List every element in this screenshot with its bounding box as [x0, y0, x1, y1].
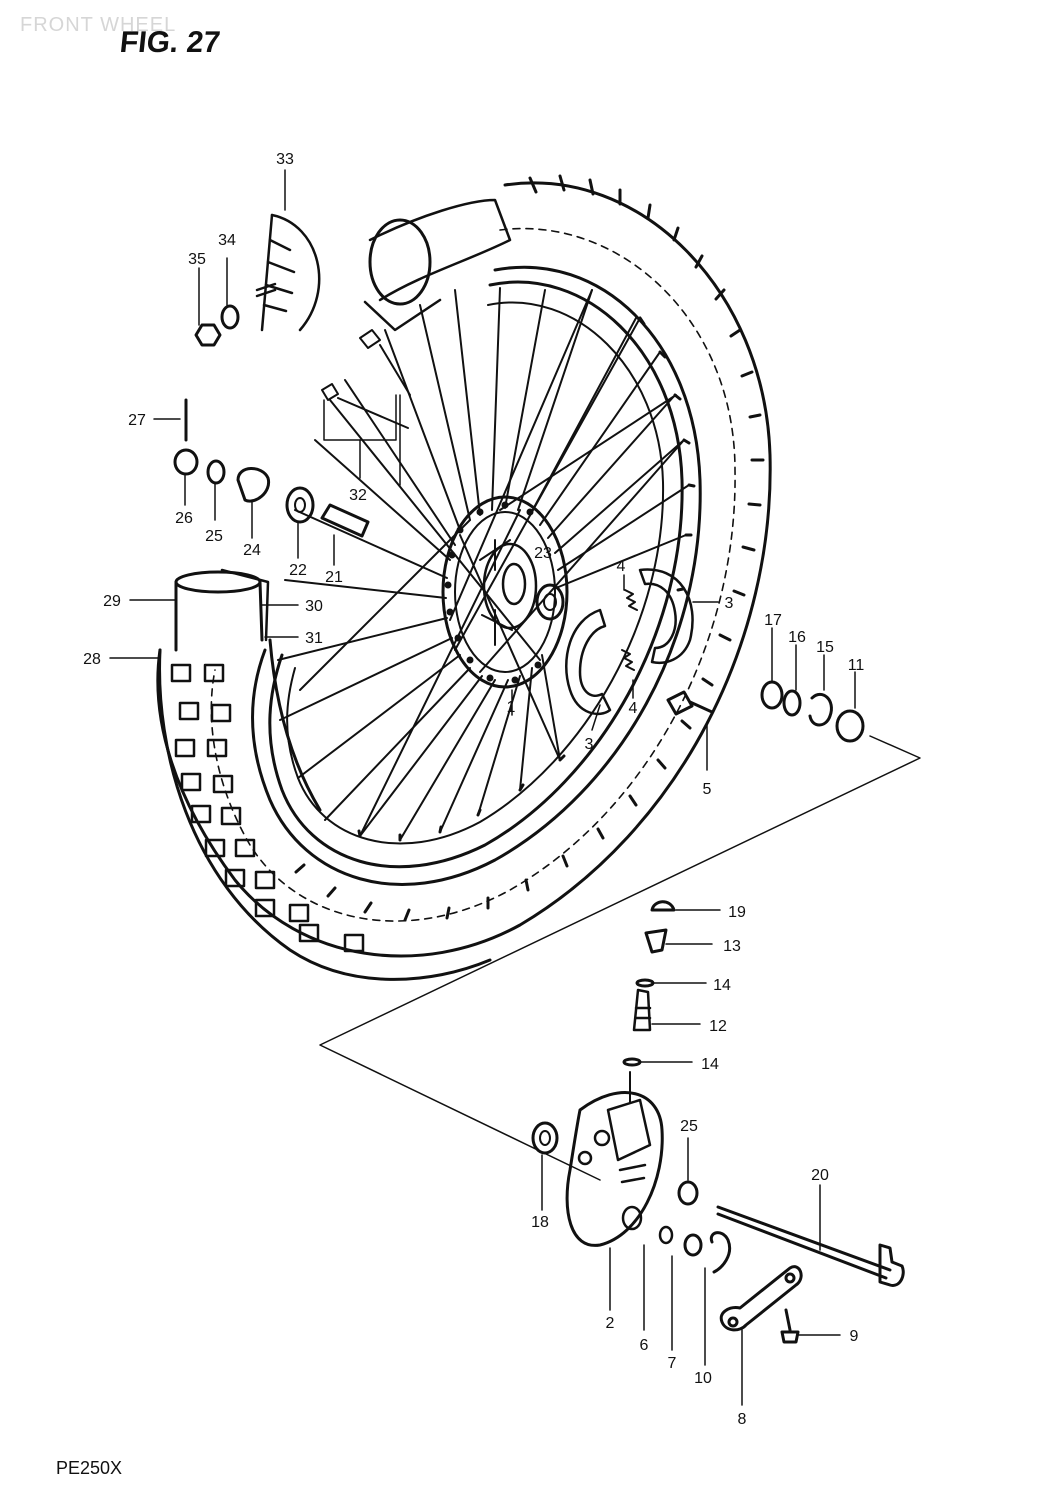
- hub: [441, 495, 569, 689]
- oil-seal-18: [531, 1121, 559, 1155]
- cam-12: [632, 988, 652, 1032]
- washer-25: [206, 459, 226, 485]
- washer-7: [683, 1233, 703, 1257]
- callout: 30: [305, 598, 323, 615]
- o-ring-14-lower: [622, 1057, 642, 1067]
- nut-11: [835, 709, 865, 743]
- callout: 25: [680, 1118, 698, 1135]
- callout: 4: [617, 558, 626, 575]
- callout: 31: [305, 630, 323, 647]
- hub-bearing: [535, 583, 565, 621]
- callout: 16: [788, 629, 806, 646]
- brake-lever: [719, 1265, 803, 1332]
- spring-10: [709, 1231, 731, 1274]
- nut-35: [194, 323, 222, 347]
- hub-flange-holes: [444, 501, 542, 684]
- callout: 27: [128, 412, 146, 429]
- callout: 14: [713, 977, 731, 994]
- callout: 14: [701, 1056, 719, 1073]
- callout: 34: [218, 232, 236, 249]
- callout: 7: [668, 1355, 677, 1372]
- callout: 10: [694, 1370, 712, 1387]
- rim-band: [255, 213, 321, 332]
- washer-6: [658, 1225, 674, 1245]
- spacer-24: [236, 467, 271, 503]
- nut-26: [173, 448, 199, 476]
- grommet-13: [644, 928, 668, 954]
- washer-16: [782, 689, 802, 717]
- callout: 24: [243, 542, 261, 559]
- rim: [268, 280, 696, 869]
- callout: 12: [709, 1018, 727, 1035]
- spacer-bolt: [666, 690, 714, 716]
- callout: 4: [629, 700, 638, 717]
- tyre: [156, 181, 772, 958]
- callout: 22: [289, 562, 307, 579]
- callout: 26: [175, 510, 193, 527]
- cap-19: [650, 900, 676, 912]
- callout: 29: [103, 593, 121, 610]
- callout: 23: [534, 545, 552, 562]
- bolt-9: [780, 1308, 800, 1344]
- callout: 6: [640, 1337, 649, 1354]
- callout: 3: [585, 736, 594, 753]
- callout: 8: [738, 1411, 747, 1428]
- inner-tube-section: [174, 568, 270, 652]
- callout: 3: [725, 595, 734, 612]
- callout: 21: [325, 569, 343, 586]
- spokes: [277, 287, 690, 841]
- front-wheel: [156, 174, 772, 958]
- axle-centerline: [319, 735, 921, 1181]
- callout-labels: 33 34 35 27 26 25 24 22 21 32 23 29 30 3…: [83, 151, 864, 1428]
- callout: 28: [83, 651, 101, 668]
- tyre-section: [158, 638, 492, 981]
- ghost-title: FRONT WHEEL: [20, 14, 177, 36]
- callout: 13: [723, 938, 741, 955]
- callout: 19: [728, 904, 746, 921]
- brake-shoes: [565, 568, 694, 716]
- callout: 9: [850, 1328, 859, 1345]
- distance-collar-21: [320, 503, 370, 538]
- tube-section-upper: [363, 198, 512, 332]
- callout: 11: [848, 657, 865, 674]
- callout: 2: [606, 1315, 615, 1332]
- callout: 25: [205, 528, 223, 545]
- washer-34: [220, 304, 240, 330]
- bearing-22: [285, 486, 315, 524]
- front-axle: [716, 1205, 905, 1287]
- circlip-15: [808, 692, 833, 727]
- brake-springs: [621, 589, 638, 671]
- leader-lines: [109, 169, 856, 1406]
- callout: 15: [816, 639, 834, 656]
- callout: 18: [531, 1214, 549, 1231]
- tread-knobs: [294, 174, 765, 922]
- o-ring-14-upper: [635, 978, 655, 988]
- callout: 32: [349, 487, 367, 504]
- callout: 20: [811, 1167, 829, 1184]
- callout: 5: [703, 781, 712, 798]
- callout: 1: [507, 699, 516, 716]
- callout: 17: [764, 612, 782, 629]
- callout: 33: [276, 151, 294, 168]
- model-code: PE250X: [56, 1458, 123, 1478]
- callout: 35: [188, 251, 206, 268]
- oil-seal-17: [760, 680, 784, 710]
- brake-panel: [565, 1071, 664, 1247]
- washer-25-lower: [677, 1180, 699, 1206]
